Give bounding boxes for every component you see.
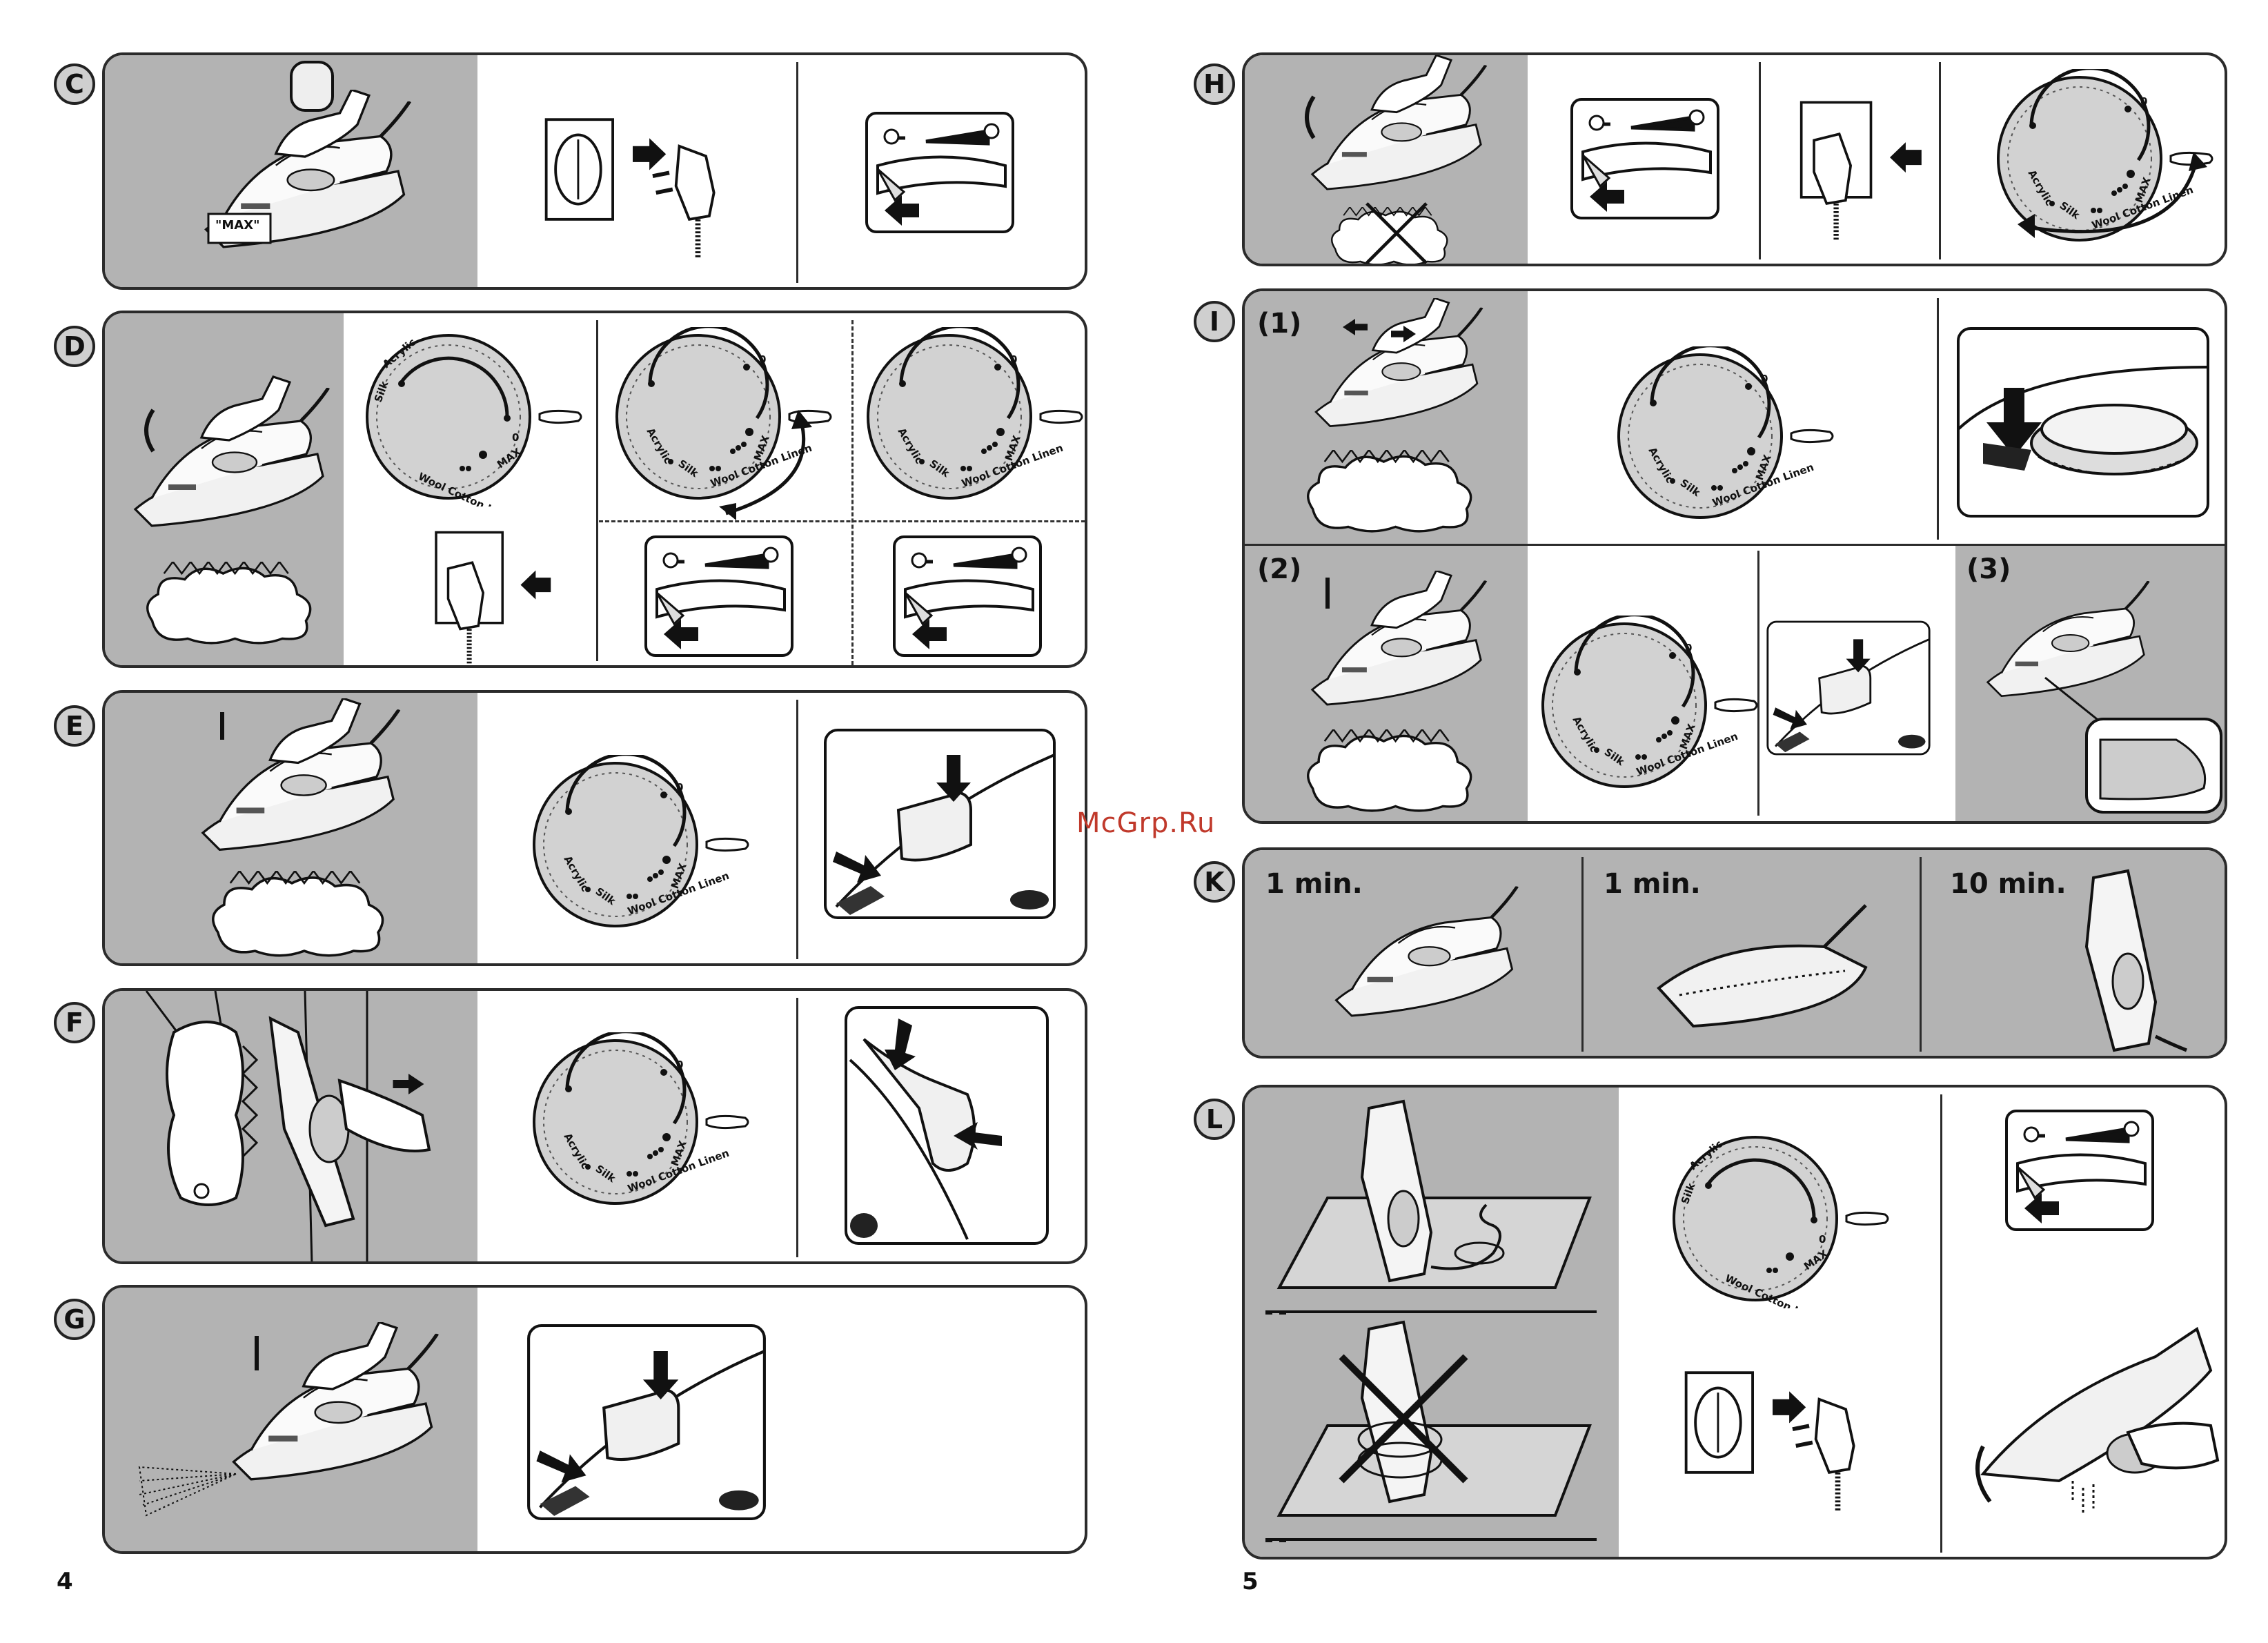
illustration-iron-no-steam xyxy=(1286,55,1507,266)
iron-cooling-flat xyxy=(1652,905,1873,1043)
cool-time-3: 10 min. xyxy=(1950,868,2067,900)
cool-time-2: 1 min. xyxy=(1604,868,1701,900)
socket-unplug-illustration xyxy=(540,97,726,262)
closeup-i1 xyxy=(1955,326,2211,519)
panel-i: (1) (2) (3) xyxy=(1242,288,2227,824)
closeup-f xyxy=(843,1005,1050,1246)
arrow-right-f xyxy=(388,1074,429,1094)
plug-h xyxy=(1776,90,1928,242)
dial-l xyxy=(1666,1129,1893,1308)
slider-d2 xyxy=(891,534,1043,658)
storage-correct xyxy=(1265,1094,1597,1315)
dial-e xyxy=(526,755,753,934)
watermark: McGrp.Ru xyxy=(1076,807,1215,839)
panel-d xyxy=(102,311,1087,668)
step-badge-f: F xyxy=(54,1002,95,1043)
plug-d xyxy=(402,520,567,665)
illustration-self-clean-2 xyxy=(1286,557,1507,819)
closeup-g xyxy=(526,1322,767,1522)
illustration-self-clean-1 xyxy=(1286,298,1507,540)
closeup-e xyxy=(822,727,1057,921)
storage-incorrect xyxy=(1265,1315,1597,1550)
dial-i1 xyxy=(1610,346,1838,526)
step-badge-l: L xyxy=(1194,1099,1235,1140)
step-badge-e: E xyxy=(54,705,95,747)
panel-f xyxy=(102,988,1087,1264)
slider-h xyxy=(1569,97,1721,221)
step-badge-i: I xyxy=(1194,301,1235,342)
step-badge-k: K xyxy=(1194,861,1235,903)
steam-slider-illustration xyxy=(864,110,1016,235)
dial-i2 xyxy=(1535,616,1762,795)
max-label: "MAX" xyxy=(215,218,259,233)
page-number-right: 5 xyxy=(1242,1568,1259,1595)
empty-water-tank xyxy=(1962,1315,2225,1550)
dial-f xyxy=(526,1032,753,1212)
illustration-fill-water xyxy=(167,62,457,283)
step-badge-g: G xyxy=(54,1299,95,1340)
panel-k: 1 min. 1 min. 10 min. xyxy=(1242,847,2227,1059)
illustration-clean-soleplate xyxy=(1969,581,2225,816)
rotate-arrow-h xyxy=(2004,152,2211,248)
slider-l xyxy=(2004,1108,2156,1232)
page-number-left: 4 xyxy=(57,1568,73,1595)
iron-cooling-upright xyxy=(1321,878,1528,1050)
step-badge-c: C xyxy=(54,63,95,105)
closeup-i2 xyxy=(1766,609,1931,767)
panel-e xyxy=(102,690,1087,966)
illustration-vertical-steam xyxy=(132,991,477,1264)
slider-d1 xyxy=(643,534,795,658)
panel-h xyxy=(1242,52,2227,266)
panel-g xyxy=(102,1285,1087,1554)
illustration-steam-iron xyxy=(119,355,339,645)
illustration-spray xyxy=(132,1315,464,1536)
socket-unplug-l xyxy=(1679,1350,1866,1515)
panel-l xyxy=(1242,1085,2227,1560)
step-badge-d: D xyxy=(54,326,95,367)
illustration-steam-iron-e xyxy=(181,698,415,961)
iron-cooling-heel xyxy=(2052,864,2190,1057)
dial-d3 xyxy=(860,327,1087,506)
rotate-arrow-d2 xyxy=(698,410,836,520)
dial-d1 xyxy=(359,327,586,506)
step-badge-h: H xyxy=(1194,63,1235,105)
panel-c: "MAX" xyxy=(102,52,1087,290)
